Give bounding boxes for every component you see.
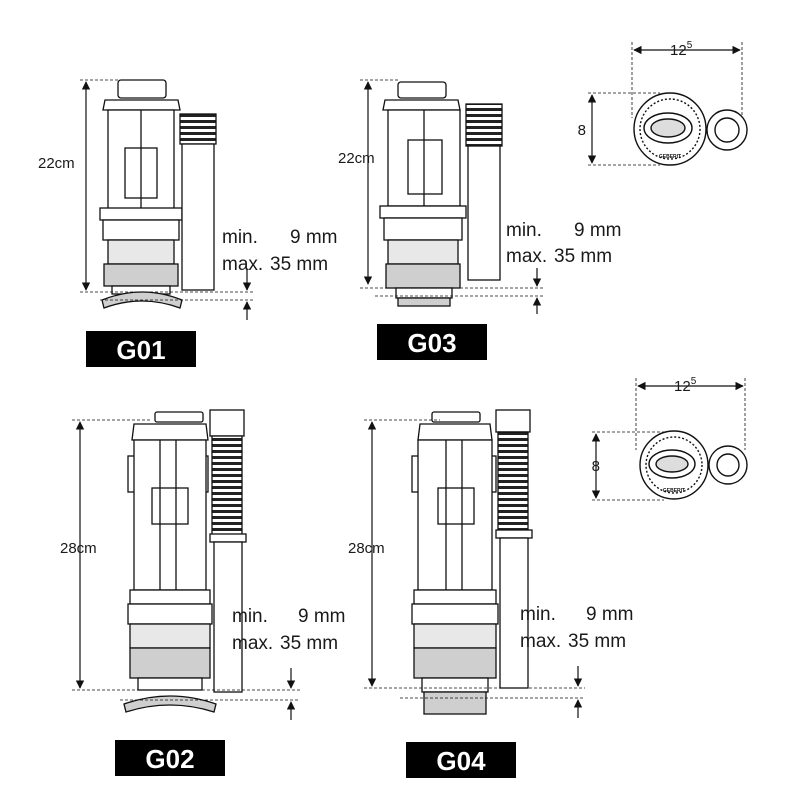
height-label: 28cm: [60, 540, 97, 557]
max-label: max.: [506, 246, 547, 267]
min-label: min.: [506, 220, 542, 241]
model-badge: [86, 331, 196, 367]
svg-text:min.9 mm: min. 9 mm: [506, 220, 622, 241]
width-label: 12: [670, 42, 687, 59]
height-label: 22cm: [38, 155, 75, 172]
svg-text:125: 125: [670, 40, 693, 59]
model-badge: [115, 740, 225, 776]
min-label: min.: [520, 604, 556, 625]
valve-g01: 22cm min. 9 mm max. 35 mm G01: [38, 79, 338, 367]
width-superscript: 5: [687, 40, 693, 51]
model-badge: [406, 742, 516, 778]
model-label: G03: [407, 328, 456, 358]
model-label: G02: [145, 744, 194, 774]
svg-text:max.35 mm: max. 35 mm: [520, 631, 626, 652]
min-label: min.: [232, 606, 268, 627]
max-value: 35 mm: [270, 254, 328, 275]
height-label: 22cm: [338, 150, 375, 167]
height-label: 28cm: [348, 540, 385, 557]
depth-label: 8: [592, 458, 600, 475]
model-badge: [377, 324, 487, 360]
valve-body: [123, 409, 247, 713]
valve-g03: 22cm min. 9 mm max. 35 mm G03: [338, 79, 622, 360]
svg-text:125: 125: [674, 376, 697, 395]
width-superscript: 5: [691, 376, 697, 387]
model-label: G04: [436, 746, 486, 776]
valve-body: [99, 79, 217, 309]
svg-text:min.9 mm: min. 9 mm: [520, 604, 634, 625]
max-label: max.: [232, 633, 273, 654]
max-label: max.: [520, 631, 561, 652]
top-view-lower: 125 8 GEBERIT: [592, 376, 748, 501]
max-value: 35 mm: [568, 631, 626, 652]
valve-body: [379, 81, 503, 307]
min-value: 9 mm: [574, 220, 622, 241]
brand-logo: GEBERIT: [663, 488, 685, 494]
min-value: 9 mm: [586, 604, 634, 625]
max-value: 35 mm: [280, 633, 338, 654]
min-value: 9 mm: [290, 227, 338, 248]
brand-logo: GEBERIT: [659, 154, 681, 160]
svg-text:min.9 mm: min. 9 mm: [222, 227, 338, 248]
max-value: 35 mm: [554, 246, 612, 267]
width-label: 12: [674, 378, 691, 395]
min-value: 9 mm: [298, 606, 346, 627]
top-view-upper: 125 8 GEBERIT: [578, 40, 748, 166]
valve-g04: 28cm min. 9 mm max. 35 mm G04: [348, 409, 634, 778]
svg-text:min.9 mm: min. 9 mm: [232, 606, 346, 627]
svg-text:max.35 mm: max. 35 mm: [506, 246, 612, 267]
model-label: G01: [116, 335, 165, 365]
valve-g02: 28cm min. 9 mm max. 35 mm G02: [60, 409, 346, 776]
valve-body: [411, 409, 533, 715]
depth-label: 8: [578, 122, 586, 139]
max-label: max.: [222, 254, 263, 275]
svg-text:max.35 mm: max. 35 mm: [232, 633, 338, 654]
svg-text:max.35 mm: max. 35 mm: [222, 254, 328, 275]
min-label: min.: [222, 227, 258, 248]
